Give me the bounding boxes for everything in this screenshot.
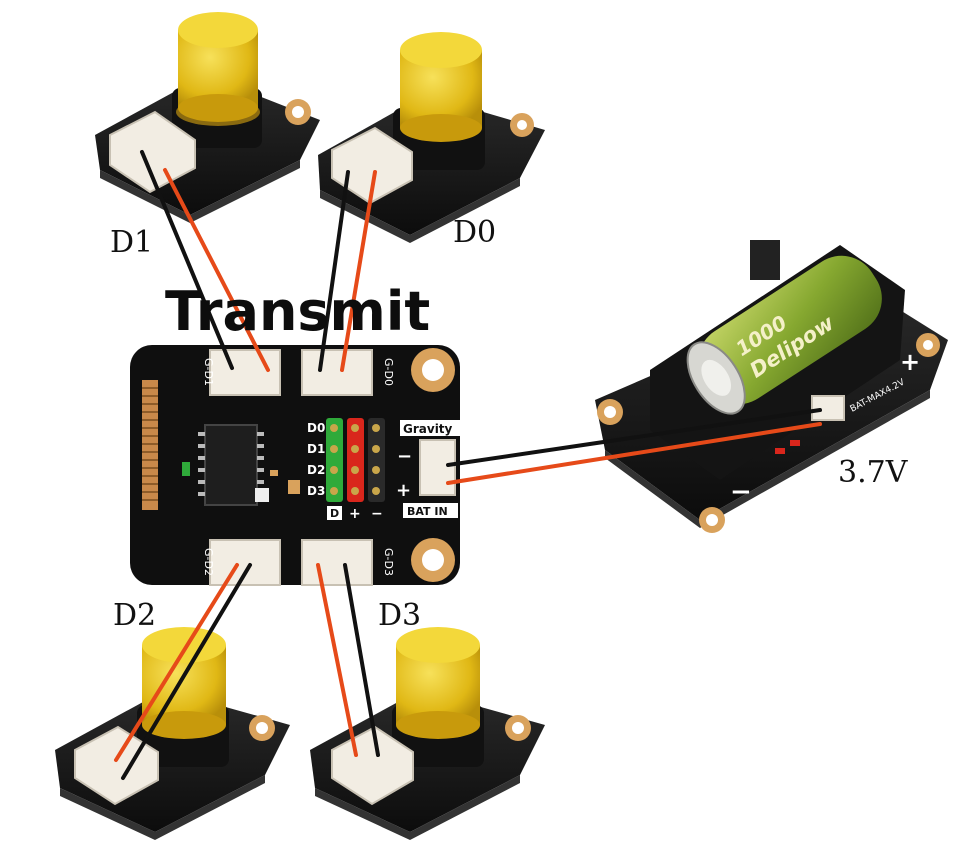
pcb-edge <box>60 775 265 840</box>
jst-connector-bat-in <box>419 439 456 496</box>
wire-battery-ground <box>446 408 822 467</box>
label-voltage: 3.7V <box>838 455 909 490</box>
jst-connector-g-d1 <box>209 349 281 396</box>
silk-g-d1: G-D1 <box>202 358 215 386</box>
battery-plus-mark: + <box>900 348 920 376</box>
jst-connector-g-d2 <box>209 539 281 586</box>
silk-gravity: Gravity <box>403 422 453 436</box>
battery-holder: 1000 Delipow BAT-MAX4.2V − + <box>595 240 948 533</box>
battery-jst-connector <box>811 395 845 421</box>
pin-header-black <box>368 418 385 502</box>
jst-connector <box>74 725 159 806</box>
jst-connector-g-d0 <box>301 349 373 396</box>
battery-cell <box>698 255 882 405</box>
label-d1: D1 <box>110 225 153 260</box>
silk-side-plus: + <box>396 480 411 501</box>
battery-minus-mark: − <box>730 477 752 507</box>
jst-connector <box>331 126 413 205</box>
ic-chip <box>204 424 258 506</box>
silk-col-minus: − <box>371 506 383 522</box>
label-d2: D2 <box>113 598 156 633</box>
silk-pin-d3: D3 <box>307 484 325 498</box>
wires <box>114 150 822 780</box>
antenna-coil <box>142 380 158 510</box>
wire-d0-signal <box>340 170 377 372</box>
button-module-d0 <box>318 32 545 243</box>
battery-led <box>775 448 785 454</box>
label-d0: D0 <box>453 215 496 250</box>
transmit-board: G-D1 G-D0 G-D2 G-D3 D0 D1 D2 D3 D + − <box>130 345 460 586</box>
wire-d1-ground <box>140 150 234 370</box>
silk-bat-in: BAT IN <box>407 505 448 518</box>
pcb-edge <box>315 775 520 840</box>
button-module-d1 <box>95 12 320 223</box>
wire-d3-signal <box>316 563 358 757</box>
silk-pin-d1: D1 <box>307 442 325 456</box>
label-d3: D3 <box>378 598 421 633</box>
silk-g-d0: G-D0 <box>382 358 395 386</box>
wire-d1-signal <box>163 168 270 372</box>
silk-g-d2: G-D2 <box>202 548 215 576</box>
silk-col-plus: + <box>349 506 361 522</box>
jst-connector <box>109 110 196 194</box>
silk-g-d3: G-D3 <box>382 548 395 576</box>
smd-component <box>255 488 269 502</box>
silk-col-d: D <box>330 507 339 520</box>
silk-pin-d0: D0 <box>307 421 325 435</box>
wire-d0-ground <box>318 170 350 372</box>
button-module-d2 <box>55 627 290 840</box>
wire-d2-signal <box>114 563 239 762</box>
pin-header-red <box>347 418 364 502</box>
wire-d2-ground <box>121 563 252 780</box>
silk-side-minus: − <box>397 446 412 467</box>
button-module-d3 <box>310 627 545 840</box>
pcb-edge <box>100 160 300 223</box>
jst-connector-g-d3 <box>301 539 373 586</box>
wire-battery-positive <box>446 422 822 485</box>
diagram-title: Transmit <box>165 280 430 343</box>
transmit-pcb <box>130 345 460 585</box>
wire-d3-ground <box>343 563 380 757</box>
status-led <box>182 462 190 476</box>
pcb-edge <box>320 178 520 243</box>
silk-pin-d2: D2 <box>307 463 325 477</box>
pin-header-green <box>326 418 343 502</box>
